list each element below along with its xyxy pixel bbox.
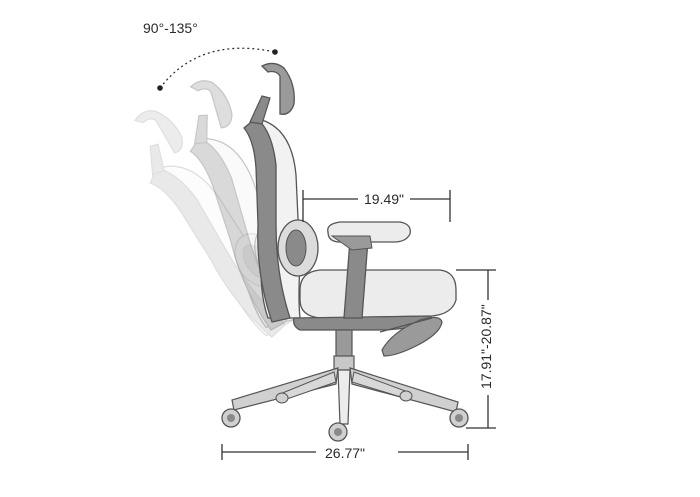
caster-back-left <box>275 392 289 404</box>
seat-height-dimension <box>456 269 496 429</box>
recline-arc-start-dot <box>157 85 163 91</box>
recline-arc <box>159 47 276 89</box>
base-width-dimension <box>221 444 469 460</box>
recline-arc-end-dot <box>272 49 278 55</box>
armrest-depth-label: 19.49" <box>364 191 405 207</box>
base-width-label: 26.77" <box>325 445 366 461</box>
caster-back-right <box>399 390 413 402</box>
armrest-depth-dimension <box>302 190 451 222</box>
recline-range-label: 90°-135° <box>143 20 198 36</box>
chair-base <box>231 367 459 425</box>
caster-left <box>221 408 241 428</box>
armrest <box>327 221 411 319</box>
caster-center <box>328 422 348 442</box>
gas-lift <box>333 329 355 371</box>
footrest <box>379 316 443 357</box>
caster-right <box>449 408 469 428</box>
seat-height-label: 17.91"-20.87" <box>478 304 494 389</box>
